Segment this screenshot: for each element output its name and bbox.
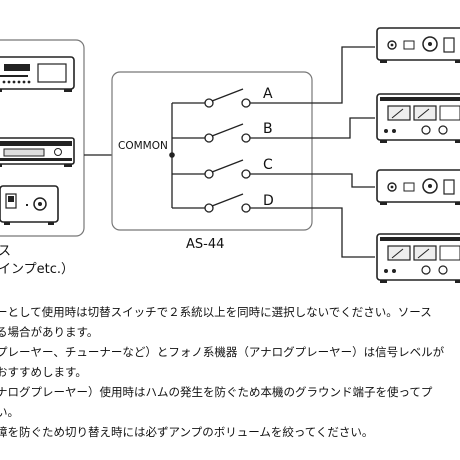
amplifier-a-device: [376, 27, 460, 63]
cd-player-device: [0, 56, 75, 92]
output-wires: [312, 46, 375, 258]
source-caption: ス インプetc.）: [0, 243, 74, 279]
switch-b: B: [172, 121, 312, 143]
phono-amp-device: [0, 185, 59, 225]
amplifier-c-device: [376, 169, 460, 205]
note-line: る場合があります。: [0, 325, 99, 339]
switch-c: C: [172, 157, 312, 179]
note-line: おすすめします。: [0, 365, 87, 379]
amplifier-d-device: [376, 233, 460, 283]
amplifier-b-device: [376, 93, 460, 143]
output-label-a: A: [263, 86, 273, 102]
note-line: い。: [0, 405, 19, 419]
source-caption-line: インプetc.）: [0, 262, 74, 277]
switch-d: D: [172, 193, 312, 213]
switch-box: COMMON A B C: [111, 71, 313, 252]
usage-notes: ーとして使用時は切替スイッチで２系統以上を同時に選択しないでください。ソース る…: [0, 302, 460, 442]
tuner-device: [0, 137, 75, 167]
note-line: ナログプレーヤー）使用時はハムの発生を防ぐため本機のグラウンド端子を使ってプ: [0, 385, 433, 399]
output-label-b: B: [263, 121, 273, 137]
switch-box-title: AS-44: [186, 237, 224, 252]
note-line: 障を防ぐため切り替え時には必ずアンプのボリュームを絞ってください。: [0, 425, 374, 439]
common-junction: [169, 152, 175, 158]
note-line: ーとして使用時は切替スイッチで２系統以上を同時に選択しないでください。ソース: [0, 305, 432, 319]
source-devices-panel: [0, 39, 85, 237]
note-line: プレーヤー、チューナーなど）とフォノ系機器（アナログプレーヤー）は信号レベルが: [0, 345, 445, 359]
source-caption-line: ス: [0, 244, 12, 259]
output-label-d: D: [263, 193, 274, 209]
switch-a: A: [172, 86, 312, 108]
output-label-c: C: [263, 157, 273, 173]
common-label: COMMON: [118, 140, 168, 152]
